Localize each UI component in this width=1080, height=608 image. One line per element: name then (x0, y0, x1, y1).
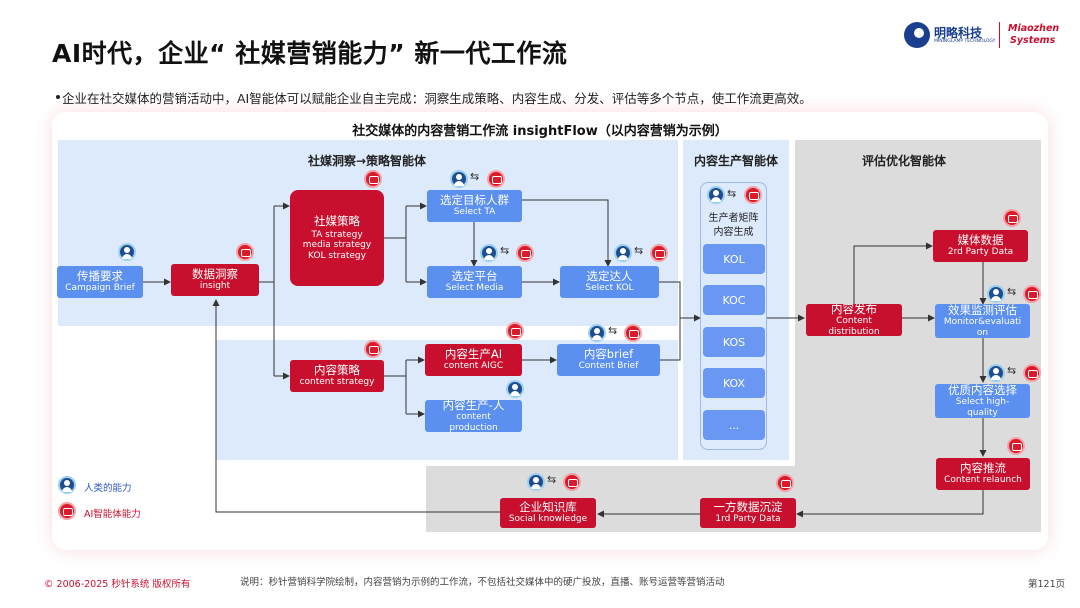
footer-page-number: 第121页 (1028, 579, 1066, 590)
human-icon (506, 380, 524, 398)
human-icon (588, 324, 606, 342)
node-first-party-data: 一方数据沉淀 1rd Party Data (700, 498, 796, 528)
node-monitor-evaluation: 效果监测评估 Monitor&evaluati on (935, 304, 1030, 338)
ai-agent-icon (744, 186, 762, 204)
node-content-aigc: 内容生产AI content AIGC (425, 344, 522, 376)
logo-sub: MININGLAMP TECHNOLOGY (934, 39, 996, 44)
node-select-media: 选定平台 Select Media (427, 266, 522, 298)
ai-agent-icon (650, 244, 668, 262)
ai-agent-icon (1023, 364, 1041, 382)
ai-agent-icon (364, 340, 382, 358)
logo-mark-dot (914, 28, 924, 38)
producer-koc: KOC (703, 285, 765, 315)
ai-agent-icon (236, 243, 254, 261)
node-select-kol: 选定达人 Select KOL (560, 266, 659, 298)
legend-ai-label: AI智能体能力 (84, 509, 141, 520)
edge-kol-to-matrix (659, 281, 701, 322)
logo-divider (999, 22, 1000, 48)
zone-label-evaluation: 评估优化智能体 (862, 154, 947, 168)
human-icon (707, 186, 725, 204)
node-third-party-data: 媒体数据 2rd Party Data (933, 230, 1028, 262)
human-icon (118, 243, 136, 261)
zone-label-production: 内容生产智能体 (693, 154, 778, 168)
node-content-strategy: 内容策略 content strategy (290, 360, 384, 392)
footer-note: 说明：秒针营销科学院绘制，内容营销为示例的工作流，不包括社交媒体中的硬广投放，直… (240, 577, 725, 588)
edge-knowledge-to-insight (212, 299, 500, 513)
diagram-title: 社交媒体的内容营销工作流 insightFlow（以内容营销为示例） (352, 124, 728, 139)
node-content-distribution: 内容发布 Content distribution (806, 304, 902, 336)
page-title: AI时代，企业“ 社媒营销能力” 新一代工作流 (52, 39, 568, 68)
human-icon (450, 170, 468, 188)
ai-agent-icon (1023, 285, 1041, 303)
swap-arrows-icon: ⇆ (608, 324, 618, 337)
ai-agent-icon (364, 170, 382, 188)
logo-name: 明略科技 (934, 26, 983, 40)
edge-relaunch-to-firstparty (796, 490, 984, 518)
node-insight: 数据洞察 insight (171, 264, 259, 296)
footer-copyright: © 2006-2025 秒针系统 版权所有 (44, 579, 191, 590)
swap-arrows-icon: ⇆ (634, 244, 644, 257)
swap-arrows-icon: ⇆ (1007, 364, 1017, 377)
swap-arrows-icon: ⇆ (547, 473, 557, 486)
human-icon (987, 285, 1005, 303)
producer-kol: KOL (703, 244, 765, 274)
ai-agent-icon (506, 322, 524, 340)
producer-kox: KOX (703, 368, 765, 398)
human-icon (480, 244, 498, 262)
producer-more: ... (703, 410, 765, 440)
swap-arrows-icon: ⇆ (470, 170, 480, 183)
human-icon (614, 244, 632, 262)
edge-ta-to-kol (522, 199, 612, 267)
ai-agent-icon (776, 474, 794, 492)
matrix-label-2: 内容生成 (713, 227, 754, 238)
node-campaign-brief: 传播要求 Campaign Brief (57, 266, 143, 298)
edge-distribution-to-thirdparty (853, 242, 933, 304)
ai-agent-icon (516, 244, 534, 262)
ai-agent-icon (1007, 437, 1025, 455)
matrix-label-1: 生产者矩阵 (708, 213, 759, 224)
producer-matrix-panel (700, 182, 767, 450)
swap-arrows-icon: ⇆ (1007, 285, 1017, 298)
ai-agent-icon (624, 324, 642, 342)
legend-human-icon (58, 476, 76, 494)
node-content-brief: 内容brief Content Brief (557, 344, 660, 376)
node-social-knowledge: 企业知识库 Social knowledge (500, 498, 596, 528)
legend-human-label: 人类的能力 (84, 483, 132, 494)
zone-label-insight: 社媒洞察→策略智能体 (308, 154, 427, 168)
company-logo: 明略科技 MININGLAMP TECHNOLOGY Miaozhen Syst… (904, 20, 1059, 50)
ai-agent-icon (487, 170, 505, 188)
swap-arrows-icon: ⇆ (500, 244, 510, 257)
human-icon (527, 473, 545, 491)
swap-arrows-icon: ⇆ (727, 187, 737, 200)
human-icon (987, 364, 1005, 382)
node-select-quality: 优质内容选择 Select high- quality (935, 384, 1030, 418)
bullet-dot (56, 95, 60, 99)
producer-kos: KOS (703, 327, 765, 357)
partner-logo-line1: Miaozhen (1008, 23, 1060, 34)
partner-logo-line2: Systems (1010, 35, 1056, 46)
node-human-production: 内容生产-人 content production (425, 400, 522, 432)
node-select-ta: 选定目标人群 Select TA (427, 190, 522, 222)
edge-brief-to-matrix (660, 318, 681, 361)
legend-ai-icon (58, 502, 76, 520)
intro-text: 企业在社交媒体的营销活动中，AI智能体可以赋能企业自主完成：洞察生成策略、内容生… (62, 91, 812, 106)
node-social-strategy: 社媒策略 TA strategy media strategy KOL stra… (290, 190, 384, 286)
node-content-relaunch: 内容推流 Content relaunch (936, 458, 1030, 490)
ai-agent-icon (1003, 209, 1021, 227)
ai-agent-icon (563, 473, 581, 491)
